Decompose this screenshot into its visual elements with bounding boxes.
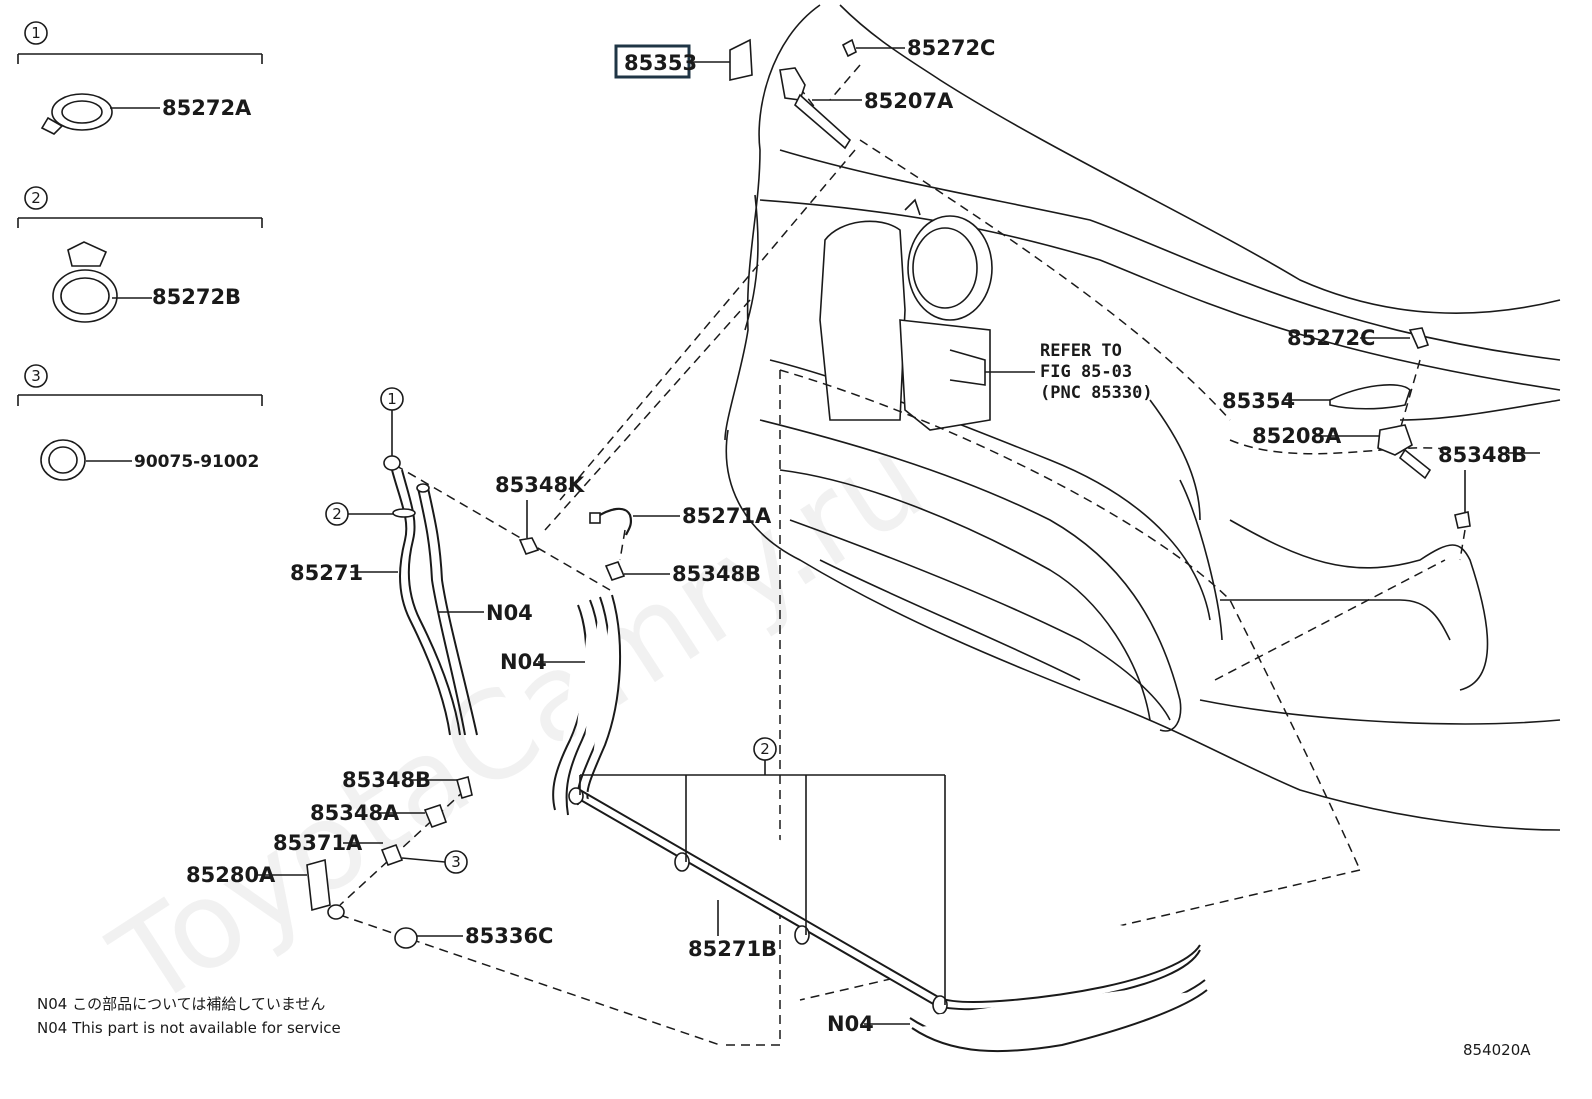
valve-85371a-icon [380,843,404,867]
legend-label-90075-91002: 90075-91002 [134,452,259,472]
hose-85271a-icon [589,507,633,536]
hose-n04-bottom-icon [909,979,1208,1053]
note-english: N04 This part is not available for servi… [37,1019,341,1037]
washer-tank-icon [819,198,993,431]
callout-2-mid: 2 [332,505,342,523]
label-85271[interactable]: 85271 [290,561,363,585]
label-85354[interactable]: 85354 [1222,389,1295,413]
legend-label-85272b: 85272B [152,285,241,309]
hose-n04-mid-icon [552,594,622,816]
legend-label-85272a: 85272A [162,96,252,120]
legend-callout-1: 1 [31,24,41,42]
label-n04-left[interactable]: N04 [486,601,533,625]
connector-85348b-mid-icon [604,561,626,581]
grommet-90075-icon [40,439,86,481]
nozzle-85208a-icon [1377,424,1432,480]
callout-1-hose: 1 [380,387,404,456]
label-85353-group[interactable]: 85353 [614,44,730,79]
connector-85348a-icon [423,803,448,829]
hose-85271-icon [383,455,461,736]
refer-line-3: (PNC 85330) [1040,383,1153,403]
clip-85272c-right-icon [1408,327,1430,349]
label-85348b-right[interactable]: 85348B [1438,443,1527,467]
label-85207a[interactable]: 85207A [864,89,954,113]
grommet-85336c-icon [394,927,418,949]
label-85271a[interactable]: 85271A [682,504,772,528]
clamp-85272b-icon [52,241,118,323]
label-85348k[interactable]: 85348K [495,473,585,497]
callout-3-valve: 3 [401,850,468,874]
label-85336c[interactable]: 85336C [465,924,553,948]
legend-item-3: 3 90075-91002 [17,364,263,481]
connector-85348b-left-icon [456,776,473,800]
vehicle-body-outline [724,4,1561,831]
refer-line-2: FIG 85-03 [1040,362,1132,382]
clamp-85272a-icon [40,93,113,135]
callout-2-bottom: 2 [760,740,770,758]
legend-item-2: 2 85272B [17,186,263,323]
legend-callout-2: 2 [31,189,41,207]
legend-item-1: 1 85272A [17,21,263,135]
legend-callout-3: 3 [31,367,41,385]
connector-85348k-icon [518,537,540,555]
label-85353[interactable]: 85353 [624,51,697,75]
cap-85353-icon [729,38,753,82]
callout-1-top: 1 [387,390,397,408]
callout-2-bracket: 2 [579,737,946,1005]
callout-2-hose: 2 [325,502,394,526]
cap-85354-icon [1329,384,1411,410]
clip-85272c-top-icon [841,38,857,58]
label-85271b[interactable]: 85271B [688,937,777,961]
pump-85280a-icon [306,858,345,920]
label-85348b-mid[interactable]: 85348B [672,562,761,586]
note-japanese: N04 この部品については補給していません [37,995,325,1013]
dashed-leader-lines [339,64,1466,1046]
connector-85348b-right-icon [1454,511,1471,529]
diagram-code: 854020A [1463,1041,1531,1059]
label-85272c-top[interactable]: 85272C [907,36,995,60]
callout-3-mid: 3 [451,853,461,871]
nozzle-85207a-icon [779,67,852,150]
refer-line-1: REFER TO [1040,341,1122,361]
